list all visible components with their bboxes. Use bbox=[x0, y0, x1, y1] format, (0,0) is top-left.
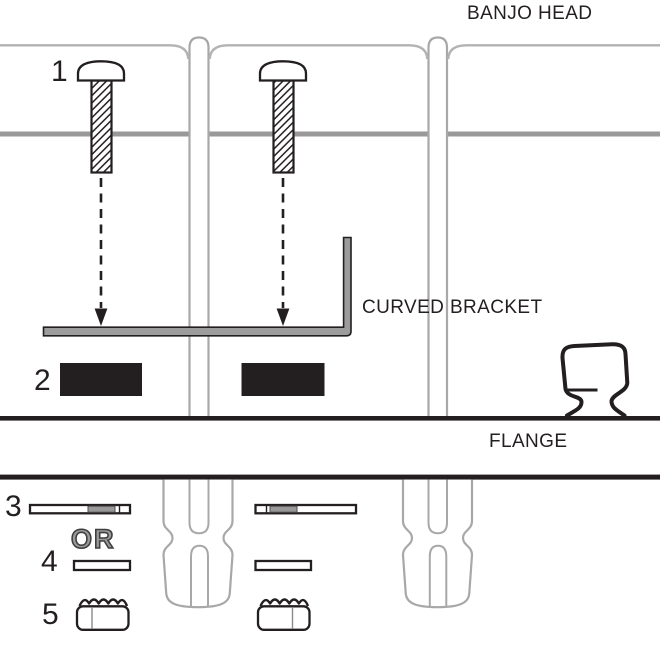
insertion-arrow-2 bbox=[276, 178, 290, 326]
screw-2 bbox=[258, 60, 308, 174]
spacer-block-2 bbox=[241, 363, 325, 396]
flange-label: FLANGE bbox=[489, 431, 568, 452]
curved-bracket-label: CURVED BRACKET bbox=[362, 297, 543, 318]
part-number-1: 1 bbox=[51, 55, 68, 88]
washer-3-right bbox=[254, 503, 358, 515]
flange-bottom-line bbox=[0, 474, 660, 480]
banjo-head-label: BANJO HEAD bbox=[467, 3, 593, 24]
part-number-3: 3 bbox=[5, 490, 22, 523]
part-number-2: 2 bbox=[34, 364, 51, 397]
spacer-block-1 bbox=[60, 363, 142, 396]
nut-5-right bbox=[256, 598, 311, 631]
banjo-head-line bbox=[0, 44, 660, 60]
washer-3-left bbox=[28, 503, 132, 515]
washer-4-right bbox=[254, 559, 313, 572]
hook-shank-1 bbox=[162, 479, 234, 609]
part-number-4: 4 bbox=[41, 545, 58, 578]
hook-tube-1 bbox=[188, 36, 210, 416]
bracket-shoe bbox=[560, 342, 630, 418]
hook-tube-2 bbox=[427, 36, 449, 416]
screw-1 bbox=[76, 60, 126, 174]
curved-bracket-shape bbox=[42, 236, 352, 337]
or-label: OR bbox=[70, 523, 116, 555]
hook-shank-2 bbox=[401, 479, 474, 609]
part-number-5: 5 bbox=[42, 598, 59, 631]
insertion-arrow-1 bbox=[94, 178, 108, 326]
flange-top-line bbox=[0, 416, 660, 421]
tension-hoop-line bbox=[0, 131, 660, 137]
washer-4-left bbox=[72, 559, 132, 572]
nut-5-left bbox=[75, 598, 130, 631]
